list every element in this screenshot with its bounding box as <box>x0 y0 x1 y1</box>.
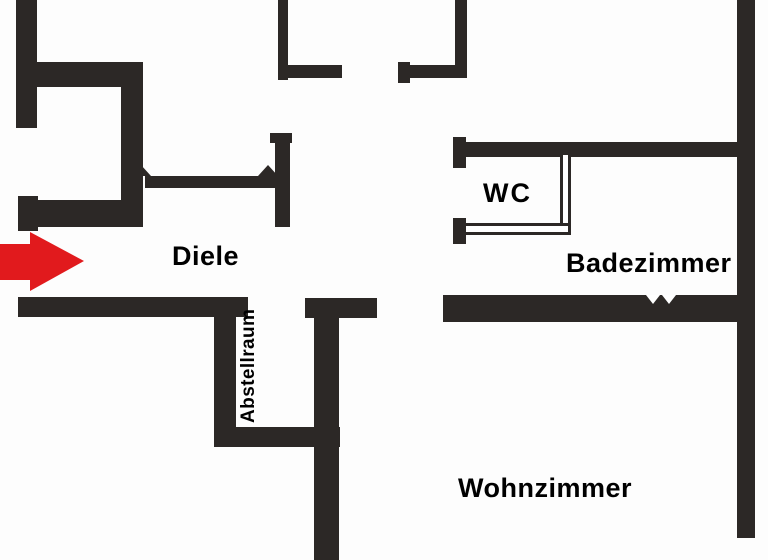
wall-right-outer <box>737 0 755 538</box>
door-swing-mark-left <box>131 165 151 176</box>
wall-left-outer-top <box>16 0 37 128</box>
room-label-wohnzimmer: Wohnzimmer <box>458 473 633 503</box>
wall-abstellraum-left <box>214 317 236 447</box>
wall-top-l1-horizontal <box>288 65 342 78</box>
wall-diele-top <box>18 200 143 227</box>
wall-hall-thin <box>145 176 278 188</box>
wall-mid-stub-vertical <box>275 133 290 227</box>
wall-notch-left <box>646 295 660 304</box>
room-label-diele: Diele <box>172 241 240 271</box>
wall-topleft-horizontal <box>34 62 143 87</box>
red-arrow-tail <box>0 244 34 280</box>
wall-top-l2-horizontal <box>400 65 455 78</box>
wall-bad-bottom <box>443 295 753 322</box>
wall-wc-partition-endcap <box>453 218 466 244</box>
wall-top-l2-vertical <box>455 0 467 78</box>
wall-notch-right <box>662 295 676 304</box>
wall-top-l2-endcap <box>398 62 410 83</box>
door-swing-mark-right <box>258 165 278 176</box>
wall-mid-stub-cap <box>270 133 292 143</box>
room-label-wc: WC <box>483 178 532 208</box>
wall-wc-partition-right <box>560 155 571 229</box>
wall-left-mid-vertical <box>121 87 143 227</box>
wall-wc-partition-bottom <box>462 223 571 235</box>
wall-diele-bottom <box>18 297 248 317</box>
wall-abstellraum-bottom <box>214 427 340 447</box>
room-label-badezimmer: Badezimmer <box>566 248 732 278</box>
wall-bad-top-endcap <box>453 137 466 168</box>
wall-diele-top-endcap <box>18 196 38 231</box>
wall-top-l1-vertical <box>278 0 288 80</box>
room-label-abstellraum: Abstellraum <box>238 308 260 423</box>
wall-wohnzimmer-left <box>314 318 339 560</box>
red-arrow-right-icon <box>0 232 84 291</box>
red-arrow-head <box>30 232 84 291</box>
wall-abstellraum-right-top <box>305 298 377 318</box>
wall-bad-top <box>465 142 737 157</box>
